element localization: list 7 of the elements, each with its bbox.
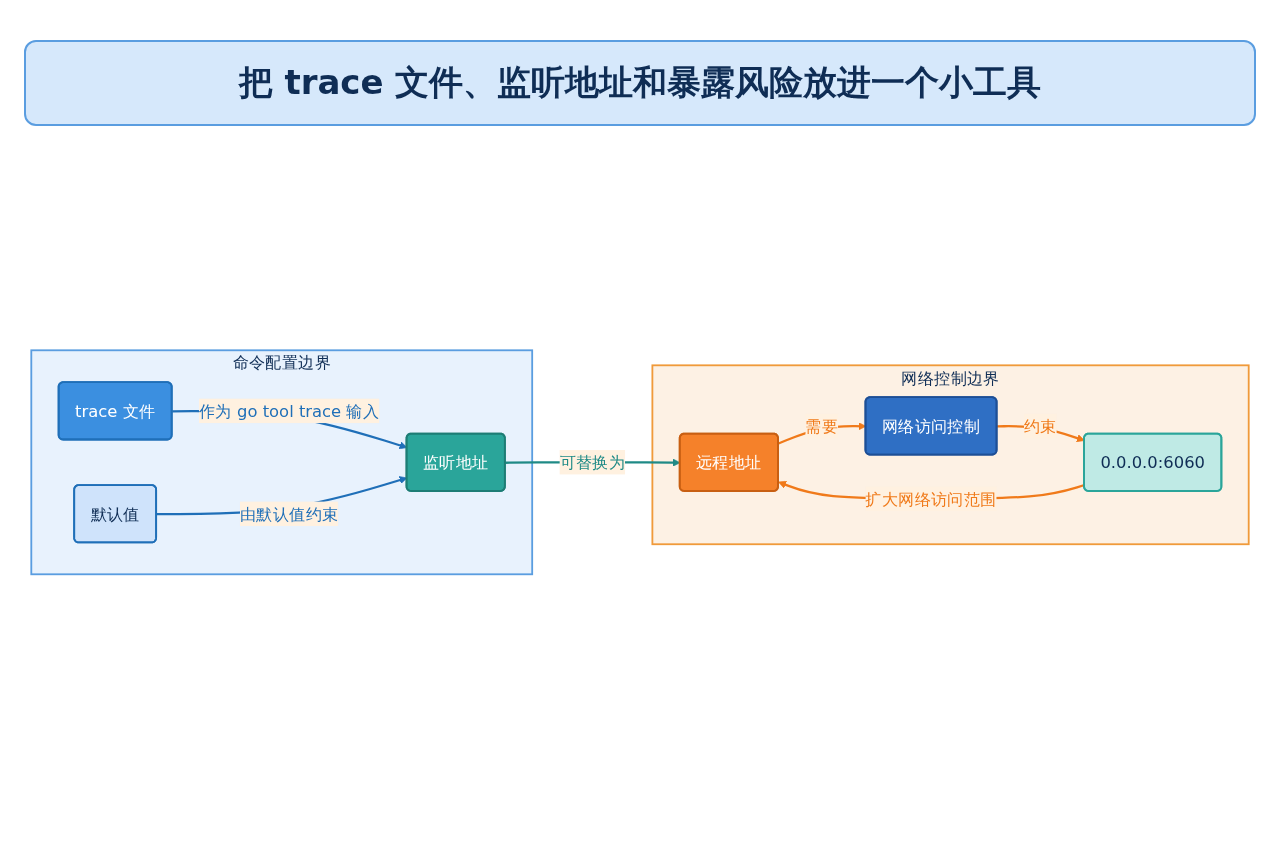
edge-label: 作为 go tool trace 输入	[199, 400, 380, 421]
edge-label: 扩大网络访问范围	[865, 488, 997, 508]
edge-label: 约束	[1023, 416, 1057, 436]
edge-label: 需要	[805, 416, 839, 436]
edge-label: 由默认值约束	[239, 503, 339, 523]
title-banner: 把 trace 文件、监听地址和暴露风险放进一个小工具	[24, 40, 1256, 126]
edge-label: 可替换为	[559, 452, 626, 472]
